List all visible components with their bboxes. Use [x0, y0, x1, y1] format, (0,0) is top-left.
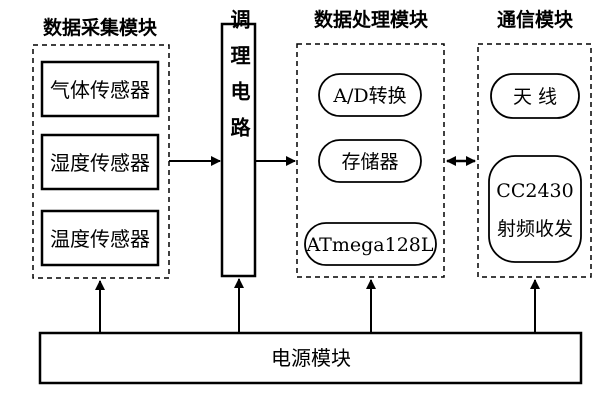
conditioning-circuits: 各种调理电路 — [220, 0, 257, 278]
rf-chip-label: CC2430 — [496, 180, 573, 202]
gas-sensor-label: 气体传感器 — [50, 78, 150, 102]
power-module: 电源模块 — [38, 331, 583, 385]
humidity-sensor-label: 湿度传感器 — [50, 151, 150, 175]
memory-label: 存储器 — [341, 151, 398, 173]
mcu-label: ATmega128L — [306, 234, 434, 256]
humidity-sensor-box — [40, 133, 160, 191]
mcu-pill — [304, 222, 437, 266]
communication-module-title: 通信模块 — [497, 8, 574, 31]
temperature-sensor-box — [40, 209, 160, 267]
gas-sensor-box — [40, 60, 160, 118]
acquisition-module: 数据采集模块 气体传感器 湿度传感器 温度传感器 — [32, 16, 170, 279]
memory-pill — [318, 139, 422, 183]
rf-transceiver-box — [488, 155, 582, 263]
connections — [95, 156, 540, 333]
acquisition-module-title: 数据采集模块 — [43, 16, 158, 39]
conditioning-box — [220, 22, 257, 278]
antenna-pill — [490, 73, 580, 119]
communication-module: 通信模块 天 线 CC2430 射频收发 — [477, 8, 592, 278]
power-module-box — [38, 331, 583, 385]
ad-converter-pill — [318, 73, 422, 117]
processing-module-title: 数据处理模块 — [314, 8, 429, 31]
processing-module-frame — [296, 43, 445, 278]
processing-module: 数据处理模块 A/D转换 存储器 ATmega128L — [296, 8, 445, 278]
rf-function-label: 射频收发 — [497, 218, 573, 240]
power-module-label: 电源模块 — [271, 346, 351, 370]
ad-converter-label: A/D转换 — [332, 85, 406, 107]
antenna-label: 天 线 — [513, 86, 557, 108]
communication-module-frame — [477, 43, 592, 278]
conditioning-label: 各种调理电路 — [227, 0, 251, 153]
temperature-sensor-label: 温度传感器 — [50, 227, 150, 251]
